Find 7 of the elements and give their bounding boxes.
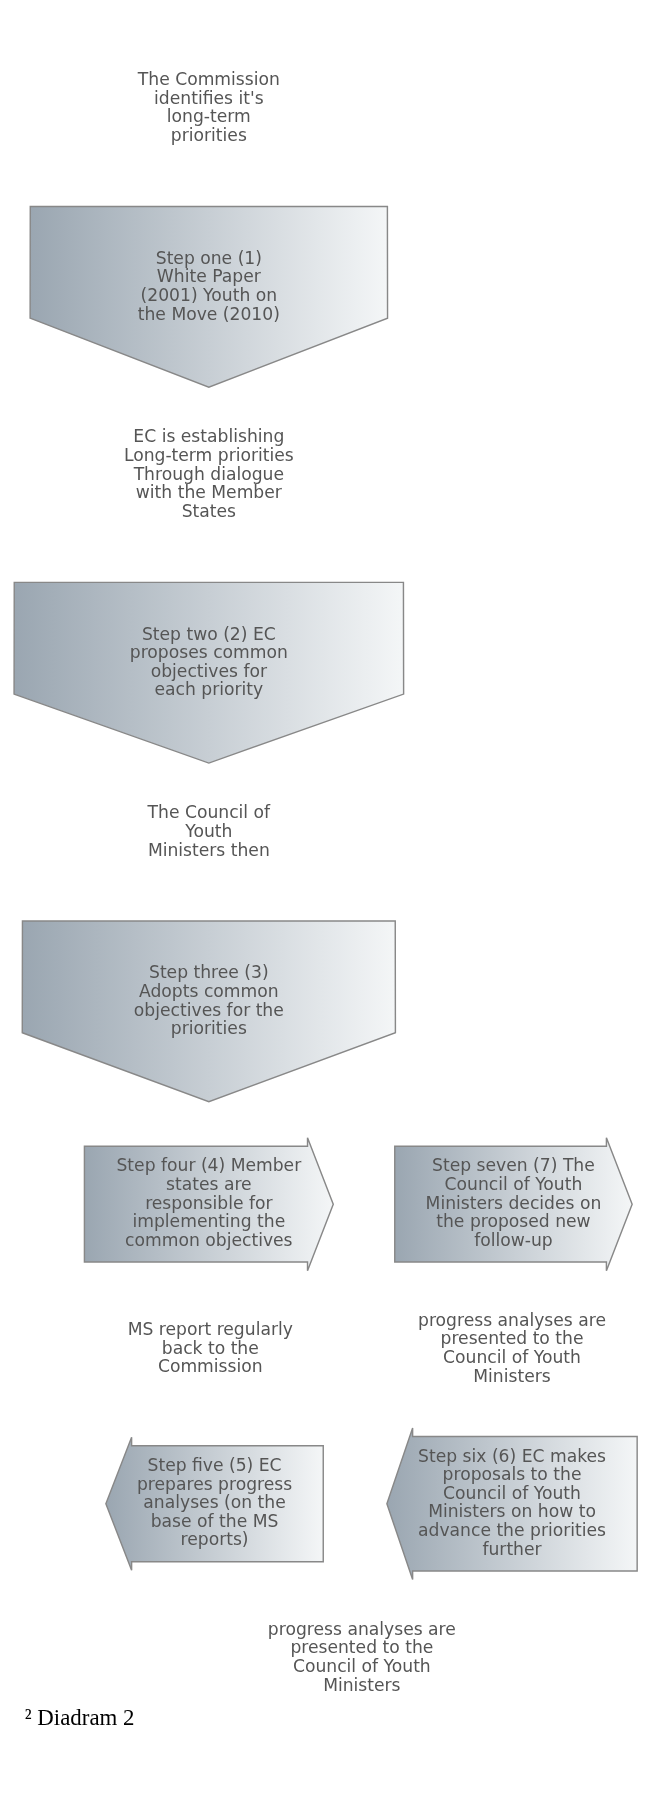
node-text: EC is establishing Long-term priorities Through dialogue with the Member States <box>123 425 294 521</box>
node-text: progress analyses are presented to the Council of Youth Ministers <box>418 1309 607 1386</box>
caption: ² Diadram 2 <box>24 1704 135 1730</box>
node-text: The Commission identifies it's long-term priorities <box>137 68 280 145</box>
node-text: The Council of Youth Ministers then <box>147 801 271 860</box>
node-text: MS report regularly back to the Commission <box>127 1318 293 1376</box>
node-text: progress analyses are presented to the Council of Youth Ministers <box>267 1618 456 1695</box>
